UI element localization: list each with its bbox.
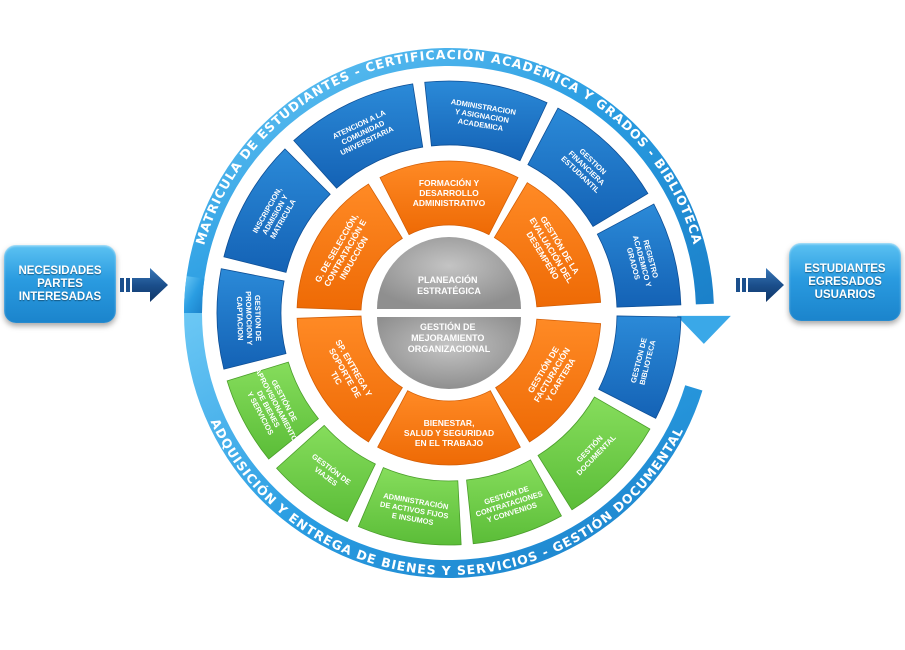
flow-arrows (120, 268, 784, 302)
support-process-segment: GESTIÓNDOCUMENTAL (537, 396, 651, 511)
support-process-segment: GESTIÓN DECONTRATACIONESY CONVENIOS (466, 459, 563, 545)
management-process-segment: GESTIÓN DEFACTURACIÓNY CARTERA (495, 318, 602, 443)
mission-process-segment: REGISTROACADEMICO YGRADOS (596, 203, 682, 308)
outer-ring (184, 48, 731, 579)
mission-process-segment: GESTION DEPROMOCION YCAPTACION (216, 268, 287, 370)
input-arrow-icon (120, 268, 168, 302)
ring-arrowhead-icon (676, 315, 731, 344)
center-circle: PLANEACIÓN ESTRATÉGICA GESTIÓN DE MEJORA… (377, 237, 521, 389)
output-arrow-icon (736, 268, 784, 302)
support-process-segment: GESTIÓN DEVIAJES (276, 424, 376, 523)
ring-left-joint (184, 276, 205, 313)
center-top-label: PLANEACIÓN ESTRATÉGICA (417, 274, 481, 296)
management-process-segment: SP. ENTREGA YSOPORTE DETIC (296, 315, 403, 443)
input-label: NECESIDADES PARTES INTERESADAS (18, 264, 102, 303)
input-box-necesidades: NECESIDADES PARTES INTERESADAS (4, 245, 116, 323)
support-process-segment: GESTIÓN DEAPROVISIONAMIENTODE BIENESY SE… (226, 361, 320, 460)
mission-process-label: GESTION DEPROMOCION YCAPTACION (235, 291, 263, 346)
mission-process-segment: INSCRIPCION,ADMISION YMATRICULA (223, 148, 331, 273)
mission-process-segment: GESTIONFINANCIERAESTUDIANTIL (527, 107, 649, 228)
management-process-segment: GESTIÓN DE LAEVALUACIÓN DELDESEMPEÑO (493, 182, 602, 308)
mission-process-segment: GESTION DEBIBLIOTECA (598, 315, 682, 419)
support-process-segment: ADMINISTRACIÓNDE ACTIVOS FIJOSE INSUMOS (357, 467, 462, 546)
center-bottom-half (377, 317, 521, 389)
mission-process-ring: GESTION DEPROMOCION YCAPTACION INSCRIPCIO… (216, 80, 682, 419)
output-label: ESTUDIANTES EGRESADOS USUARIOS (804, 262, 886, 301)
center-top-half (377, 237, 521, 309)
mission-process-label: ADMINISTRACIONY ASIGNACIONACADEMICA (447, 97, 516, 134)
mission-process-label: REGISTROACADEMICO YGRADOS (622, 232, 662, 290)
support-process-label: ADMINISTRACIÓNDE ACTIVOS FIJOSE INSUMOS (378, 491, 451, 530)
center-bottom-label: GESTIÓN DE MEJORAMIENTO ORGANIZACIONAL (408, 321, 491, 354)
output-box-estudiantes: ESTUDIANTES EGRESADOS USUARIOS (789, 243, 901, 321)
mission-process-segment: ATENCION A LACOMUNIDADUNIVERSITARIA (293, 83, 424, 189)
mission-process-segment: ADMINISTRACIONY ASIGNACIONACADEMICA (424, 80, 548, 162)
